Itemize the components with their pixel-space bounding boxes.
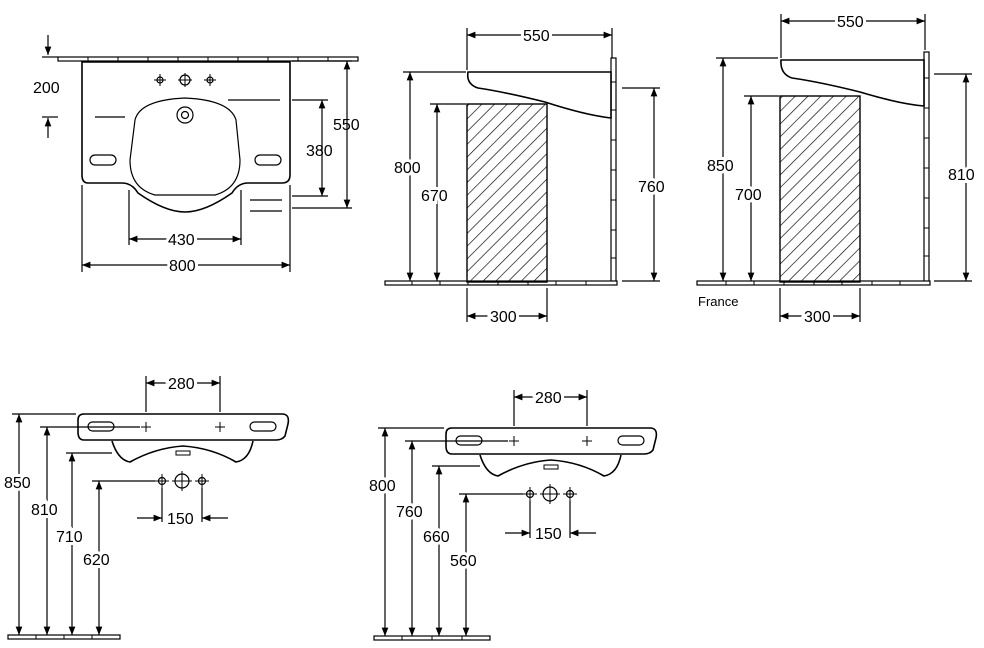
rear-right-floor bbox=[373, 635, 491, 641]
rear-view-left: 280 850 810 710 620 150 bbox=[1, 373, 290, 640]
dim-side-left-depth: 550 bbox=[523, 28, 550, 45]
front-bowl bbox=[129, 97, 241, 196]
front-view: 200 380 550 430 800 bbox=[33, 35, 360, 278]
dim-rear-right-h2: 760 bbox=[396, 504, 423, 521]
side-right-knee-space bbox=[779, 95, 861, 283]
front-tap-holes bbox=[154, 73, 216, 87]
dim-rear-left-holes: 280 bbox=[168, 376, 195, 393]
dim-front-inner: 380 bbox=[306, 143, 333, 160]
dim-rear-right-holes: 280 bbox=[535, 390, 562, 407]
dim-rear-left-tap: 150 bbox=[167, 511, 194, 528]
side-right-basin-profile bbox=[780, 59, 925, 107]
rear-left-floor bbox=[7, 634, 121, 640]
rear-right-hole-marks bbox=[509, 436, 592, 446]
rear-right-basin-bowl bbox=[479, 454, 622, 477]
front-slot-left bbox=[89, 154, 117, 166]
dim-side-left-height: 800 bbox=[394, 160, 421, 177]
dim-side-left-knee: 670 bbox=[421, 188, 448, 205]
dim-front-top: 200 bbox=[33, 80, 60, 97]
dim-side-right-knee: 700 bbox=[735, 187, 762, 204]
rear-left-hole-marks bbox=[141, 422, 225, 432]
dim-rear-left-h4: 620 bbox=[83, 552, 110, 569]
rear-right-basin-top bbox=[445, 427, 658, 455]
note-france: France bbox=[698, 294, 738, 309]
side-view-left: 550 800 670 760 300 bbox=[384, 25, 668, 329]
dim-rear-right-h3: 660 bbox=[423, 529, 450, 546]
dim-side-right-height: 850 bbox=[707, 158, 734, 175]
dim-rear-right-h1: 800 bbox=[369, 478, 396, 495]
dim-rear-right-h4: 560 bbox=[450, 553, 477, 570]
dim-side-left-rim: 760 bbox=[638, 179, 665, 196]
rear-left-basin-bowl bbox=[111, 440, 254, 463]
front-wall-strip bbox=[57, 56, 359, 62]
front-drain bbox=[176, 106, 194, 124]
rear-right-tap-holes bbox=[523, 484, 577, 504]
side-view-right: 550 850 700 810 300 France bbox=[696, 11, 978, 329]
dim-rear-left-h3: 710 bbox=[56, 529, 83, 546]
rear-left-tap-holes bbox=[155, 471, 209, 491]
dim-front-depth: 550 bbox=[333, 117, 360, 134]
rear-left-slot-right bbox=[249, 421, 277, 432]
dim-side-right-depth: 550 bbox=[837, 14, 864, 31]
rear-left-basin-top bbox=[77, 413, 290, 441]
dim-rear-left-h2: 810 bbox=[31, 502, 58, 519]
side-left-knee-space bbox=[466, 103, 548, 283]
dim-front-width: 800 bbox=[169, 258, 196, 275]
side-left-basin-profile bbox=[466, 71, 612, 119]
dim-side-right-knee-depth: 300 bbox=[804, 309, 831, 326]
front-slot-right bbox=[254, 154, 282, 166]
dim-front-bowl: 430 bbox=[168, 232, 195, 249]
rear-view-right: 280 800 760 660 560 150 bbox=[366, 387, 658, 641]
dim-side-right-rim: 810 bbox=[948, 167, 975, 184]
rear-right-slot-right bbox=[617, 435, 645, 446]
dim-rear-right-tap: 150 bbox=[535, 526, 562, 543]
dim-side-left-knee-depth: 300 bbox=[490, 309, 517, 326]
dim-rear-left-h1: 850 bbox=[4, 475, 31, 492]
